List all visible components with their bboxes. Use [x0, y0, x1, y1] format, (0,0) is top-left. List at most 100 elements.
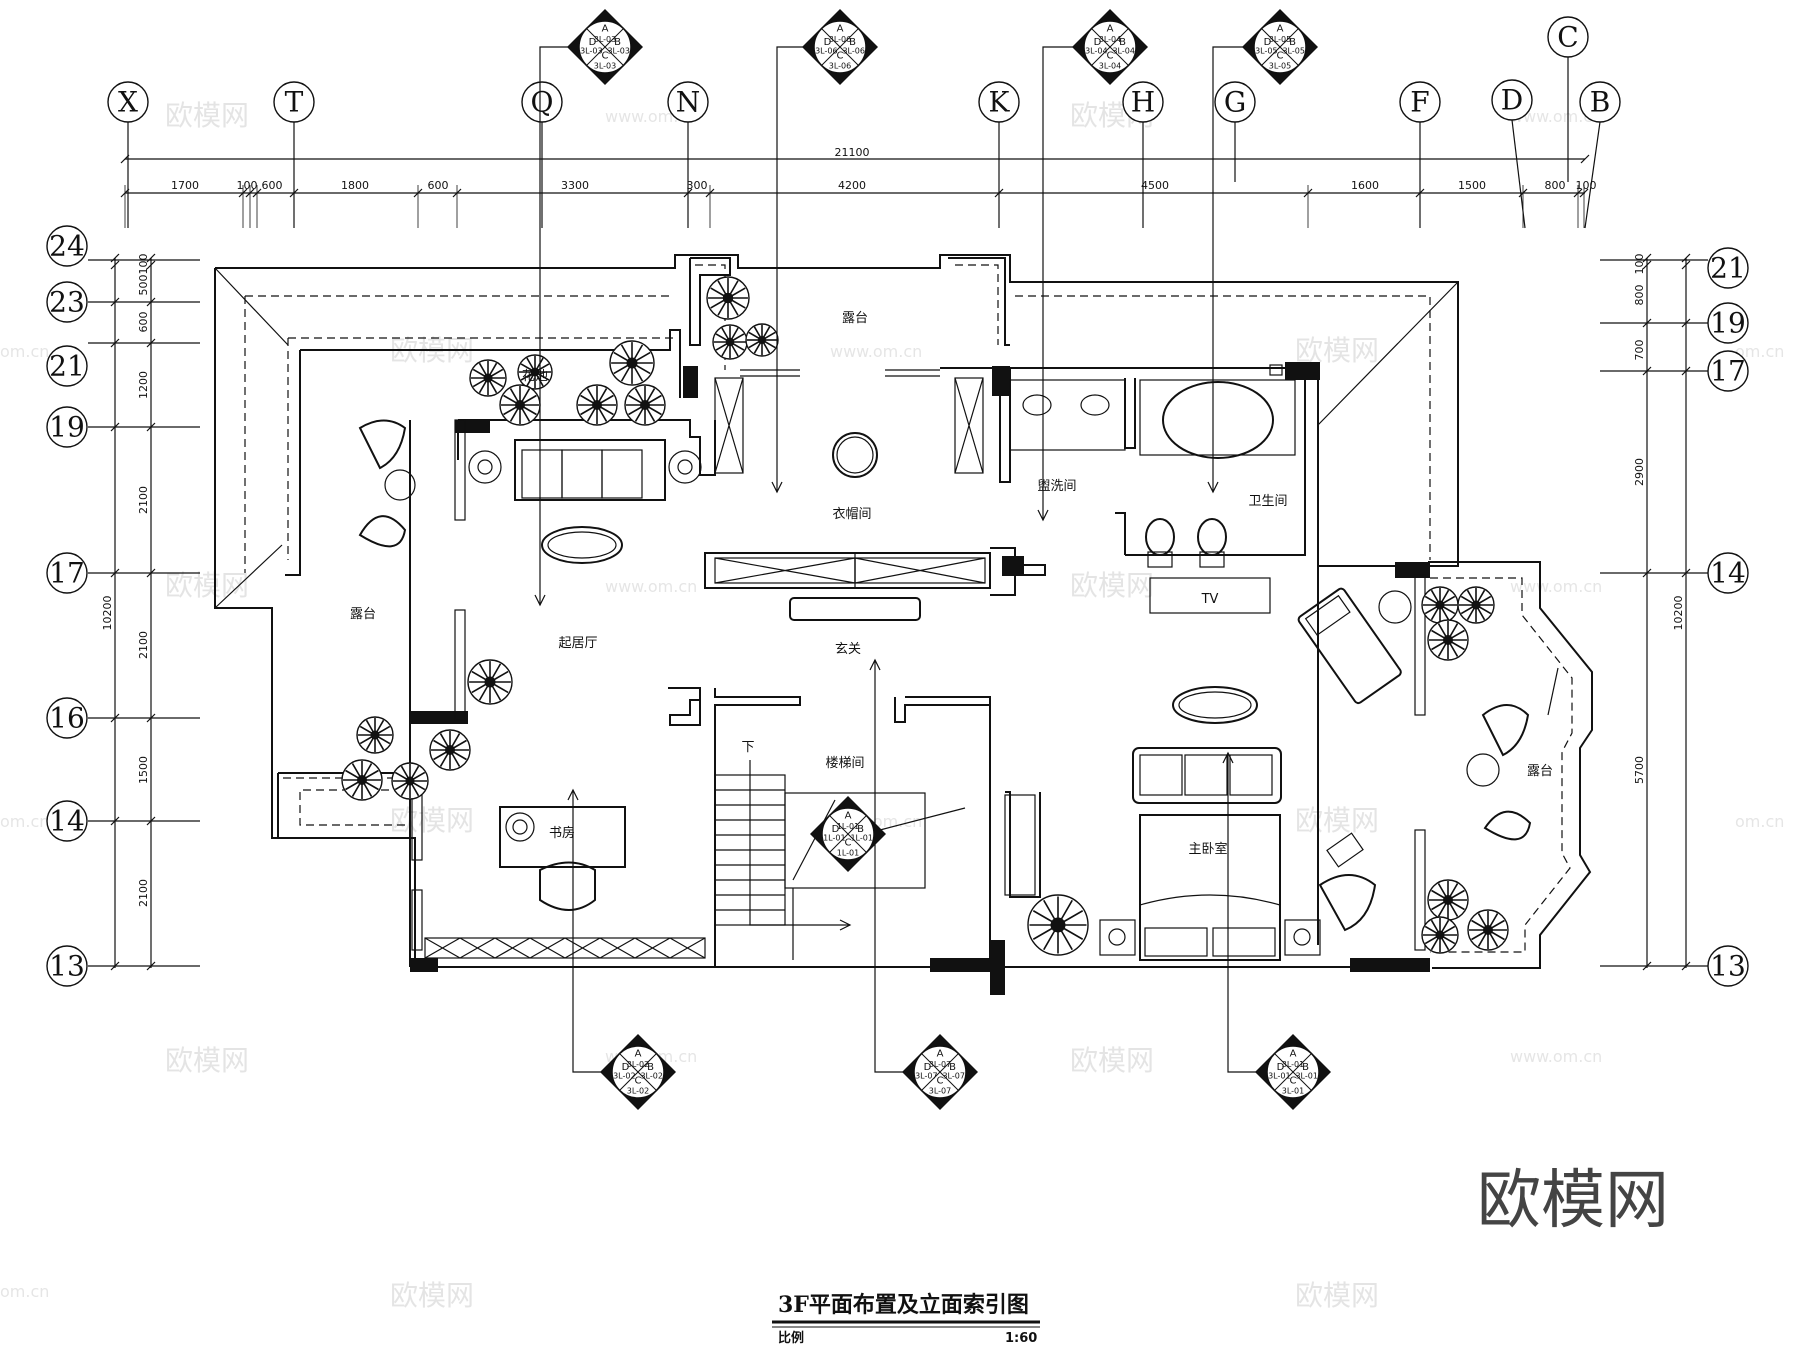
svg-text:3300: 3300 [561, 179, 589, 192]
plant-symbol [499, 384, 541, 426]
scale-label: 比例 [778, 1330, 804, 1346]
index-sheet-id: 1L-01 [823, 833, 845, 842]
watermark-brand: 欧模网 [1295, 1279, 1379, 1312]
svg-text:2100: 2100 [137, 631, 150, 659]
room-labels: 露台 花池 衣帽间 盥洗间 卫生间 露台 起居厅 玄关 下 楼梯间 书房 主卧室… [350, 311, 1553, 857]
index-letter: C [845, 838, 852, 849]
index-sheet-id: 1L-01 [837, 822, 859, 831]
room-label-living-room: 起居厅 [558, 636, 597, 651]
svg-text:800: 800 [1633, 285, 1646, 306]
round-table [832, 432, 878, 478]
right-total-dimension: 10200 [1672, 596, 1685, 631]
index-letter: B [647, 1062, 654, 1073]
index-letter: C [602, 51, 609, 62]
svg-text:21: 21 [1710, 252, 1746, 285]
bookshelf [424, 937, 706, 959]
index-letter: A [1107, 24, 1114, 35]
bathtub [1162, 381, 1274, 459]
index-sheet-id: 3L-02 [640, 1071, 662, 1080]
top-total-dimension: 21100 [835, 146, 870, 159]
plant-symbol [1421, 586, 1459, 624]
svg-text:24: 24 [49, 230, 85, 263]
title-block: 3F平面布置及立面索引图 比例 1:60 欧模网 [772, 1164, 1669, 1346]
svg-text:4200: 4200 [838, 179, 866, 192]
svg-text:1600: 1600 [1351, 179, 1379, 192]
axis-bubble-K: K [978, 81, 1020, 228]
watermark-url: www.om.cn [605, 577, 697, 596]
left-axis-bubbles: 24 23 21 19 17 16 14 13 [46, 225, 200, 987]
right-axis-bubbles: 21 19 17 14 13 [1600, 247, 1749, 987]
room-label-bathroom: 卫生间 [1248, 494, 1287, 509]
furniture [341, 276, 1532, 961]
left-total-dimension: 10200 [101, 596, 114, 631]
index-letter: B [857, 824, 864, 835]
top-axis-bubbles: X T Q N K H G F D C B [107, 16, 1621, 229]
index-letter: C [635, 1076, 642, 1087]
axis-bubble-D: D [1491, 79, 1533, 229]
axis-bubble-G: G [1214, 81, 1256, 182]
watermark-brand: 欧模网 [165, 569, 249, 602]
svg-text:100: 100 [237, 179, 258, 192]
index-letter: D [589, 37, 597, 48]
svg-text:1200: 1200 [137, 371, 150, 399]
svg-text:21: 21 [49, 350, 85, 383]
plant-symbol [469, 359, 507, 397]
svg-text:N: N [676, 86, 701, 119]
index-sheet-id: 3L-05 [1255, 46, 1277, 55]
svg-text:800: 800 [1545, 179, 1566, 192]
index-sheet-id: 3L-07 [929, 1087, 951, 1096]
watermark-url: www.om.cn [830, 342, 922, 361]
svg-text:14: 14 [49, 805, 85, 838]
index-letter: B [614, 37, 621, 48]
index-sheet-id: 3L-01 [1282, 1087, 1304, 1096]
room-label-terrace-right: 露台 [1527, 764, 1553, 779]
index-letter: D [1094, 37, 1102, 48]
svg-text:100: 100 [1576, 179, 1597, 192]
axis-bubble-Q: Q [521, 81, 563, 228]
room-label-terrace-left: 露台 [350, 607, 376, 622]
axis-bubble-21-right: 21 [1600, 247, 1749, 289]
room-label-washroom: 盥洗间 [1037, 479, 1076, 494]
plant-symbols [341, 276, 1509, 956]
index-sheet-id: 3L-06 [829, 62, 851, 71]
dimension-lines [114, 158, 1687, 968]
top-dimension-labels: 21100 1700 100 600 1800 600 3300 300 420… [171, 146, 1597, 192]
armchair [358, 515, 407, 548]
index-sheet-id: 3L-03 [594, 35, 616, 44]
plant-symbol [624, 384, 666, 426]
watermark-url-edge: om.cn [0, 812, 49, 831]
study-desk [499, 806, 626, 868]
svg-text:19: 19 [1710, 307, 1746, 340]
index-sheet-id: 3L-03 [607, 46, 629, 55]
index-sheet-id: 3L-03 [594, 62, 616, 71]
svg-text:100: 100 [137, 254, 150, 275]
axis-bubble-X: X [107, 81, 149, 228]
room-label-stair-down: 下 [741, 740, 754, 755]
plant-symbol [517, 354, 553, 390]
windows [411, 364, 1426, 951]
watermark-url-edge: om.cn [1735, 342, 1784, 361]
index-letter: A [1277, 24, 1284, 35]
svg-text:1700: 1700 [171, 179, 199, 192]
svg-text:13: 13 [49, 950, 85, 983]
svg-text:17: 17 [49, 557, 85, 590]
plant-symbol [429, 729, 471, 771]
elevation-index-markers: ABCD3L-033L-033L-033L-03ABCD3L-063L-063L… [567, 9, 1331, 1110]
index-sheet-id: 3L-04 [1099, 62, 1121, 71]
watermark-url: www.om.cn [1510, 1047, 1602, 1066]
room-label-cloakroom: 衣帽间 [832, 506, 871, 522]
index-letter: D [1264, 37, 1272, 48]
scale-value: 1:60 [1005, 1331, 1037, 1346]
room-label-tv: TV [1201, 592, 1219, 607]
axis-bubble-19-right: 19 [1600, 302, 1749, 344]
axis-bubble-C: C [1547, 16, 1589, 182]
watermark-url-edge: om.cn [0, 342, 49, 361]
plant-symbol [1467, 909, 1509, 951]
sofa-living [468, 439, 702, 501]
svg-text:2900: 2900 [1633, 458, 1646, 486]
index-sheet-id: 3L-05 [1269, 35, 1291, 44]
